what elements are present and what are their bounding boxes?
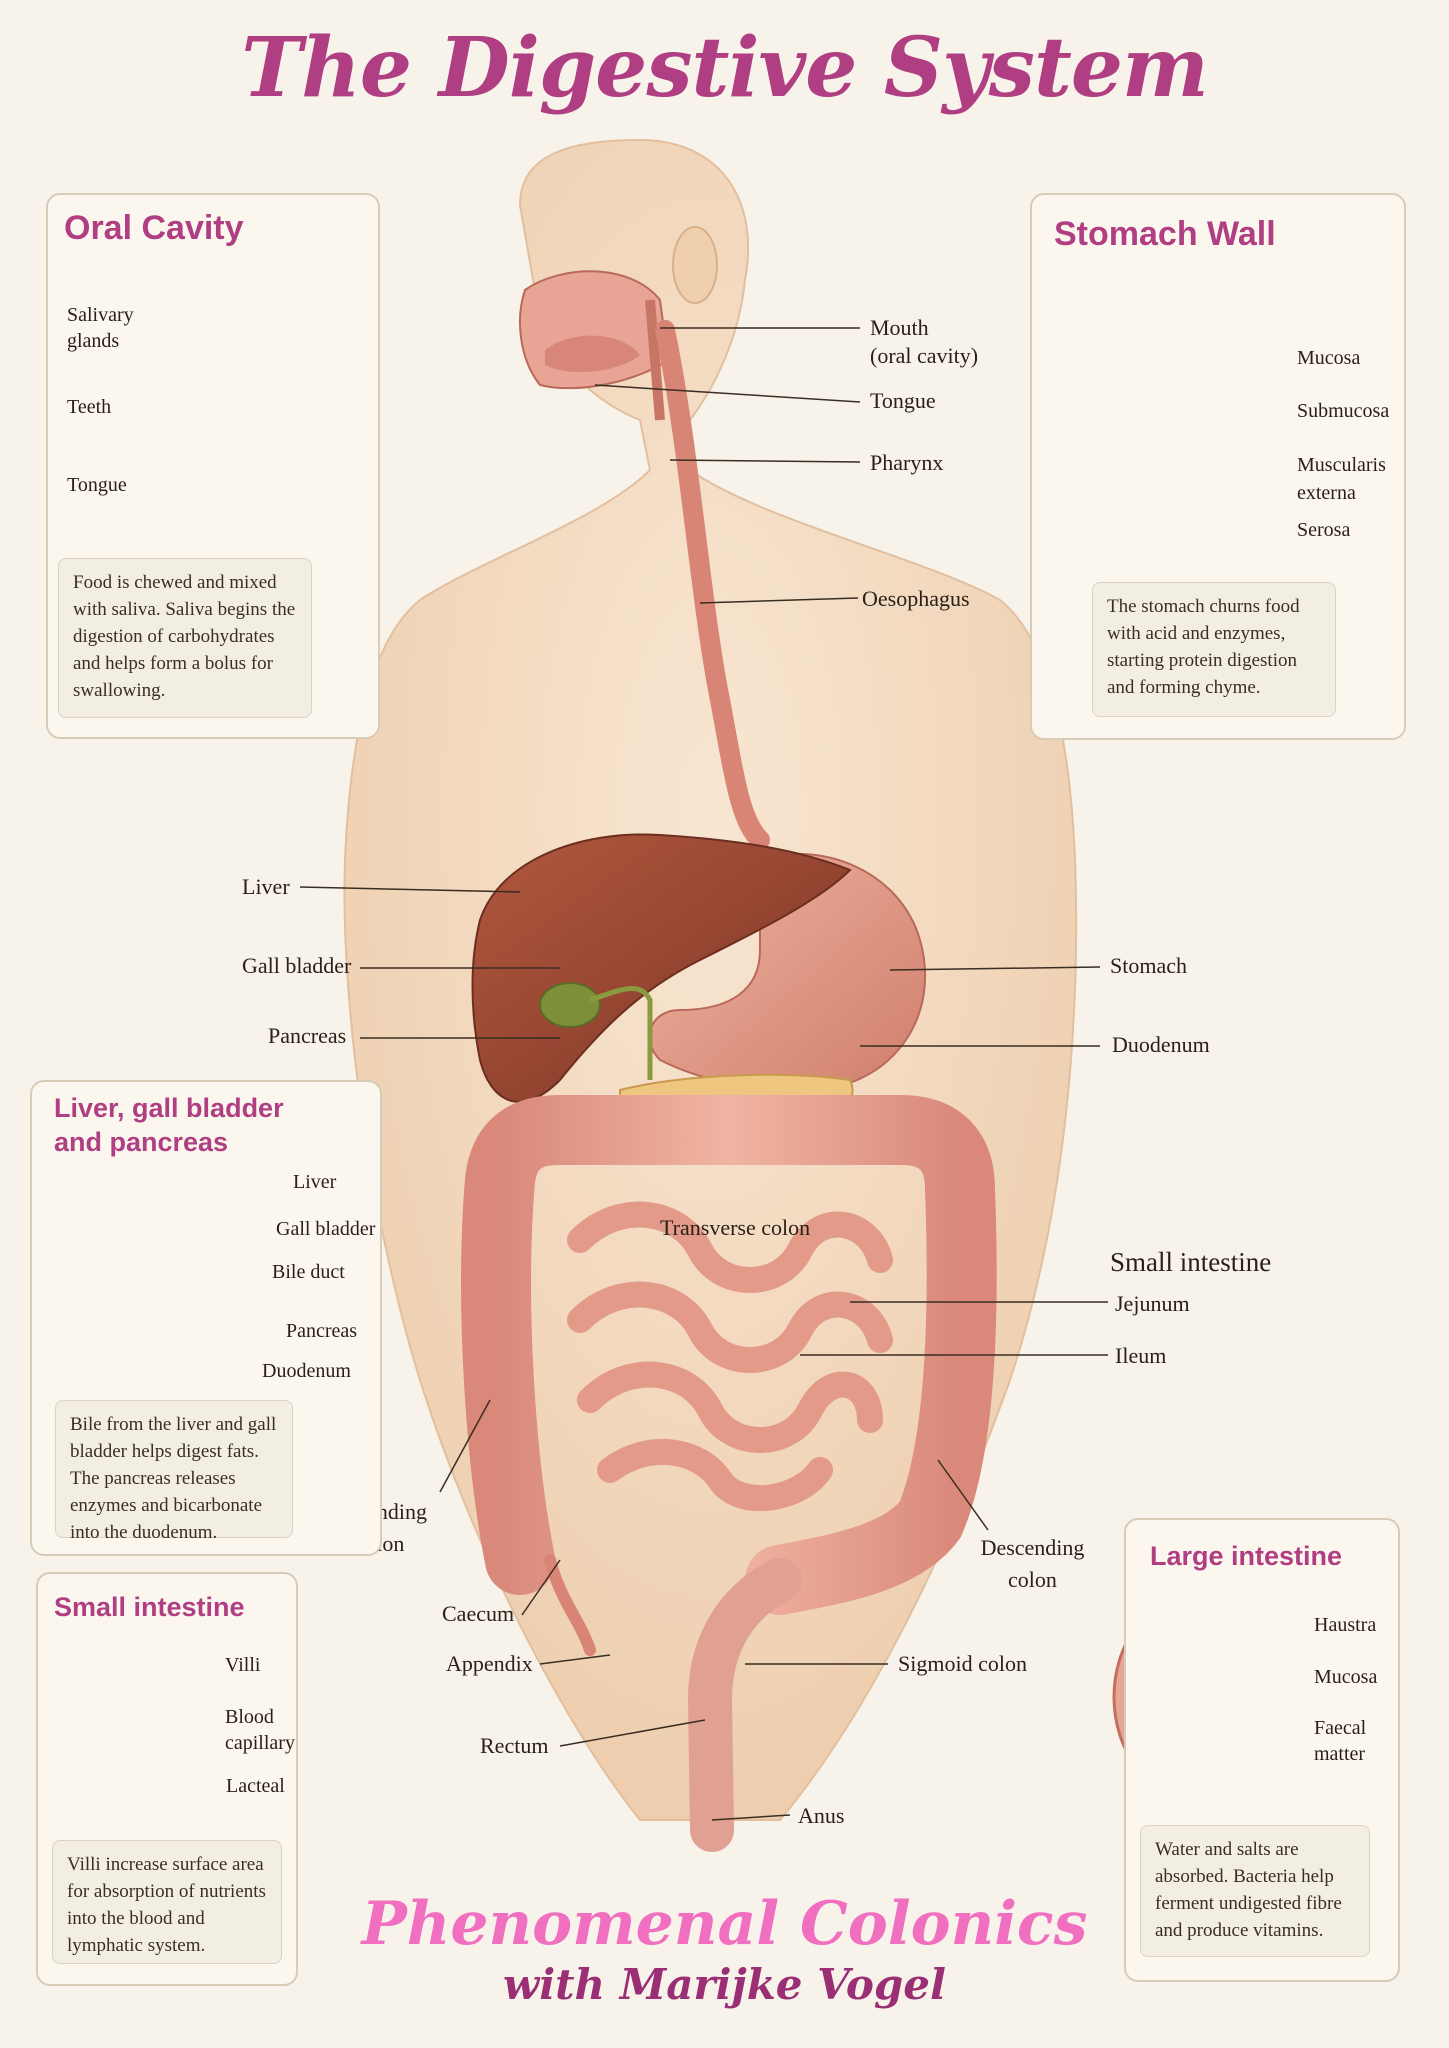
stomach-label-mucosa: Mucosa — [1297, 347, 1361, 369]
gall-bladder — [539, 982, 601, 1028]
brand-name: Phenomenal Colonics — [361, 1889, 1088, 1959]
label-liver: Liver — [242, 874, 290, 899]
stomach-wall-note: The stomach churns food with acid and en… — [1092, 582, 1336, 717]
oral-cavity-main — [519, 270, 670, 421]
oral-cavity-note: Food is chewed and mixed with saliva. Sa… — [58, 558, 312, 718]
label-rectum: Rectum — [480, 1733, 549, 1758]
stomach-label-muscularis: Muscularis — [1297, 454, 1386, 476]
liver-panel-note: Bile from the liver and gall bladder hel… — [55, 1400, 293, 1543]
label-oesophagus: Oesophagus — [862, 586, 970, 611]
small-panel-label-blood: Blood — [225, 1706, 274, 1728]
small-panel-label-blood-sub: capillary — [225, 1732, 295, 1754]
oesophagus — [655, 320, 770, 850]
leader-lines — [299, 327, 1108, 1821]
small-intestine — [567, 1201, 893, 1512]
small-panel-label-villi: Villi — [225, 1654, 261, 1676]
large-panel-label-mucosa: Mucosa — [1314, 1666, 1378, 1688]
liver-panel-label-gall-bladder: Gall bladder — [276, 1218, 376, 1240]
label-descending-colon: Descending — [980, 1535, 1085, 1560]
large-panel-label-faecal: Faecal — [1314, 1717, 1367, 1739]
label-pharynx: Pharynx — [870, 450, 944, 475]
label-gall-bladder: Gall bladder — [242, 953, 352, 978]
label-small-intestine: Small intestine — [1110, 1247, 1272, 1277]
label-duodenum: Duodenum — [1112, 1032, 1210, 1057]
label-transverse-colon: Transverse colon — [660, 1215, 811, 1240]
label-sigmoid-colon: Sigmoid colon — [898, 1651, 1027, 1676]
stomach-label-submucosa: Submucosa — [1297, 400, 1390, 422]
stomach-label-muscularis-sub: externa — [1297, 482, 1356, 504]
liver-panel-label-liver: Liver — [293, 1171, 337, 1193]
brand-subtitle: with Marijke Vogel — [503, 1960, 946, 2009]
large-panel-label-haustra: Haustra — [1314, 1614, 1377, 1636]
oral-label-salivary: Salivary — [67, 304, 134, 326]
label-appendix: Appendix — [446, 1651, 533, 1676]
label-stomach: Stomach — [1110, 953, 1187, 978]
oral-label-salivary-sub: glands — [67, 330, 120, 352]
label-pancreas: Pancreas — [268, 1023, 347, 1048]
liver-panel-label-bile-duct: Bile duct — [272, 1261, 345, 1283]
appendix — [544, 1554, 596, 1656]
label-caecum: Caecum — [442, 1601, 515, 1626]
liver — [471, 833, 852, 1103]
large-panel-label-faecal-sub: matter — [1314, 1743, 1366, 1765]
small-intestine-panel-title: Small intestine — [54, 1592, 245, 1622]
small-intestine-note: Villi increase surface area for absorpti… — [52, 1840, 282, 1964]
large-intestine-panel-title: Large intestine — [1150, 1541, 1343, 1571]
label-anus: Anus — [798, 1803, 845, 1828]
liver-panel-label-pancreas: Pancreas — [286, 1320, 358, 1342]
label-ileum: Ileum — [1115, 1343, 1167, 1368]
label-mouth-sub: (oral cavity) — [870, 343, 979, 368]
label-mouth: Mouth — [870, 315, 929, 340]
liver-panel-label-duodenum: Duodenum — [262, 1360, 351, 1382]
stomach-label-serosa: Serosa — [1297, 519, 1351, 541]
liver-panel-title: Liver, gall bladder — [54, 1093, 284, 1123]
large-intestine — [461, 1095, 997, 1615]
oral-label-teeth: Teeth — [67, 396, 112, 418]
label-tongue: Tongue — [870, 388, 936, 413]
rectum — [687, 1558, 802, 1852]
page-title: The Digestive System — [241, 20, 1209, 116]
stomach-wall-title: Stomach Wall — [1054, 215, 1276, 253]
label-jejunum: Jejunum — [1115, 1291, 1190, 1316]
liver-panel-title-sub: and pancreas — [54, 1127, 229, 1157]
large-intestine-note: Water and salts are absorbed. Bacteria h… — [1140, 1825, 1370, 1957]
oral-label-tongue: Tongue — [67, 474, 127, 496]
small-panel-label-lacteal: Lacteal — [226, 1775, 285, 1797]
oral-cavity-title: Oral Cavity — [64, 209, 244, 247]
label-descending-colon-sub: colon — [1008, 1567, 1057, 1592]
